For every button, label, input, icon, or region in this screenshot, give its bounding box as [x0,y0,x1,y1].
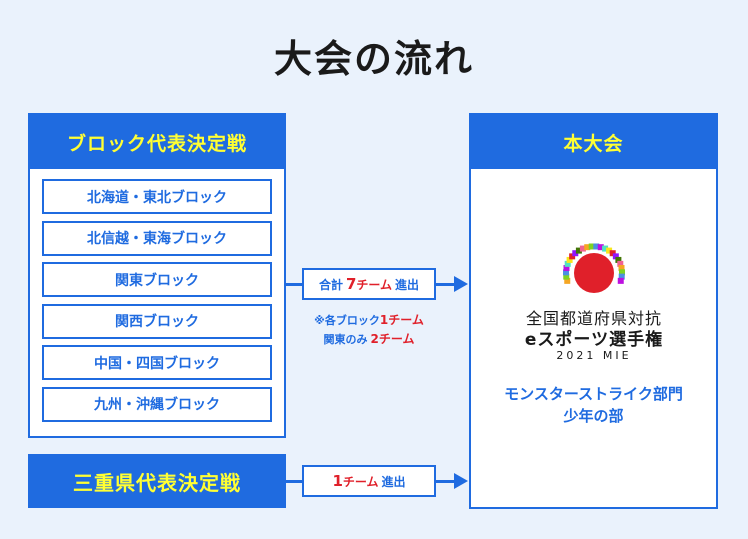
region-chugoku-shikoku: 中国・四国ブロック [42,345,272,381]
logo-line-1: 全国都道府県対抗 [525,309,662,328]
logo-dot [575,247,582,254]
logo-dot [569,253,576,260]
region-kyushu-okinawa: 九州・沖縄ブロック [42,386,272,422]
region-kanto: 関東ブロック [42,262,272,298]
logo-dot [563,269,570,276]
logo-dot [597,244,604,251]
logo-line-2: eスポーツ選手権 [524,330,664,350]
logo-dot [617,260,624,267]
logo-dot [588,243,595,250]
region-hokkaido-tohoku: 北海道・東北ブロック [42,179,272,214]
note-line-1: ※各ブロック1チーム [314,313,424,327]
advance-tail: 進出 [395,277,420,292]
logo-dot [563,273,570,280]
region-kansai: 関西ブロック [42,303,272,339]
main-tournament-panel: 本大会 全国都道府県対抗 eスポーツ選手権 2021 MIE モンスターストライ… [469,113,718,509]
mie-qualifier-panel: 三重県代表決定戦 [28,454,286,508]
logo-dot [563,265,570,272]
esports-championship-logo: 全国都道府県対抗 eスポーツ選手権 2021 MIE [499,233,689,373]
advance-bottom-number: 1 [332,472,343,490]
block-qualifier-panel: ブロック代表決定戦 北海道・東北ブロック 北信越・東海ブロック 関東ブロック 関… [28,113,286,438]
logo-dot [593,243,600,250]
advance-box-bottom: 1 チーム 進出 [302,465,436,497]
arrow-line-bottom-right [436,480,456,483]
logo-dot [606,247,613,254]
arrow-head-bottom [454,473,468,489]
event-name: モンスターストライク部門 少年の部 [471,383,716,427]
event-line-2: 少年の部 [563,407,624,425]
logo-dot [617,277,624,284]
logo-dot [572,250,579,257]
advance-suffix: チーム [356,277,393,292]
logo-line-3: 2021 MIE [556,349,632,362]
advance-bottom-suffix: チーム [342,474,379,489]
logo-dot [615,256,622,263]
logo-dot [602,245,609,252]
logo-dot [609,250,616,257]
logo-dot [612,253,619,260]
logo-dot [618,273,625,280]
region-hokushinetsu-tokai: 北信越・東海ブロック [42,220,272,256]
arrow-line-top-left [286,283,302,286]
logo-dot [566,256,573,263]
arrow-line-bottom-left [286,480,302,483]
event-line-1: モンスターストライク部門 [504,385,683,403]
advance-box-top: 合計 7 チーム 進出 [302,268,436,300]
logo-dot [579,245,586,252]
logo-dot [618,269,625,276]
logo-dot [564,277,571,284]
logo-dot [564,260,571,267]
arrow-line-top-right [436,283,456,286]
block-qualifier-header: ブロック代表決定戦 [30,115,284,169]
advance-prefix: 合計 [318,277,343,292]
logo-emblem-icon [563,243,625,293]
main-tournament-header: 本大会 [471,115,716,169]
advance-number: 7 [345,275,357,293]
advance-bottom-tail: 進出 [381,474,406,489]
page-title: 大会の流れ [273,37,474,81]
logo-dot [618,265,625,272]
region-list: 北海道・東北ブロック 北信越・東海ブロック 関東ブロック 関西ブロック 中国・四… [42,179,272,429]
logo-dot [584,244,591,251]
arrow-head-top [454,276,468,292]
